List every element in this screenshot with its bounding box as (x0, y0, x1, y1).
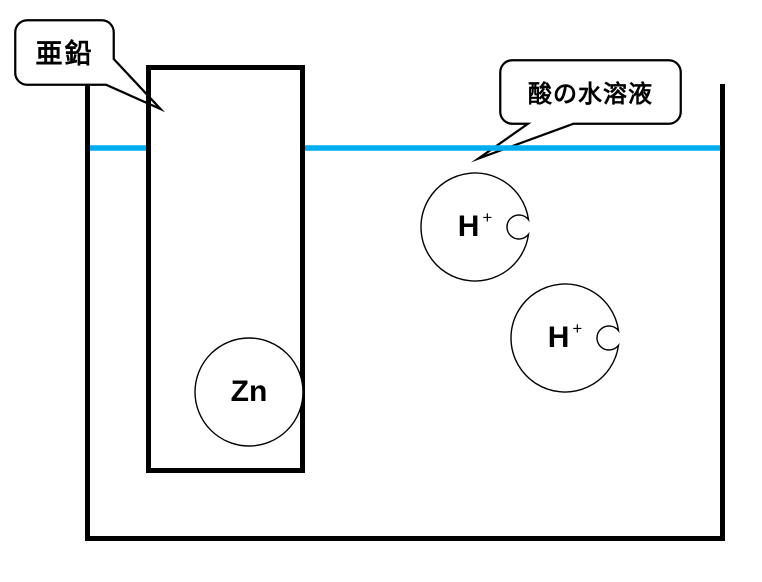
h-ion-circle-1 (420, 172, 530, 282)
acid-callout-bubble (470, 59, 682, 163)
beaker-outline (85, 84, 725, 541)
zn-atom-circle (194, 337, 304, 447)
h-ion-circle-2 (510, 283, 620, 393)
zinc-callout-bubble (14, 19, 166, 113)
